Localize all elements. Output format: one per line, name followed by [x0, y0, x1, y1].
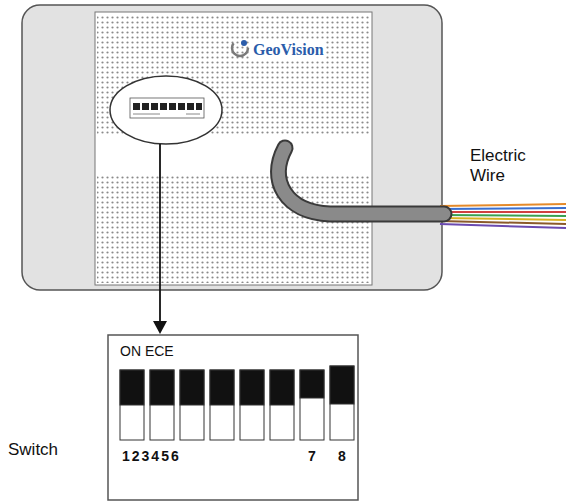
switch-zoom-box: ON ECE 123456 7 8 [108, 335, 358, 500]
front-panel [95, 12, 372, 285]
logo-icon [232, 40, 248, 56]
grille-top [97, 14, 370, 136]
callout-ellipse [110, 76, 222, 144]
part-label: Switch [8, 440, 58, 460]
switch-heading: ON ECE [120, 343, 174, 359]
mini-dip-switch [130, 98, 204, 118]
switch-frame [108, 335, 358, 500]
front-panel-node: GeoVision [95, 12, 372, 285]
switch-number: 8 [338, 448, 346, 464]
part-label: Electric Wire [470, 146, 550, 185]
dip-switch [120, 366, 354, 440]
zoom-arrow [159, 144, 161, 323]
switch-number: 7 [308, 448, 316, 464]
cable-outline [279, 148, 444, 214]
brand-logo: GeoVision [251, 41, 326, 59]
grille-bottom [97, 176, 370, 283]
wire-strands [440, 204, 566, 228]
electric-cable [279, 148, 444, 214]
device-housing [22, 5, 442, 290]
arrow-head [153, 321, 167, 334]
switch-numbers: 123456 [122, 448, 181, 464]
